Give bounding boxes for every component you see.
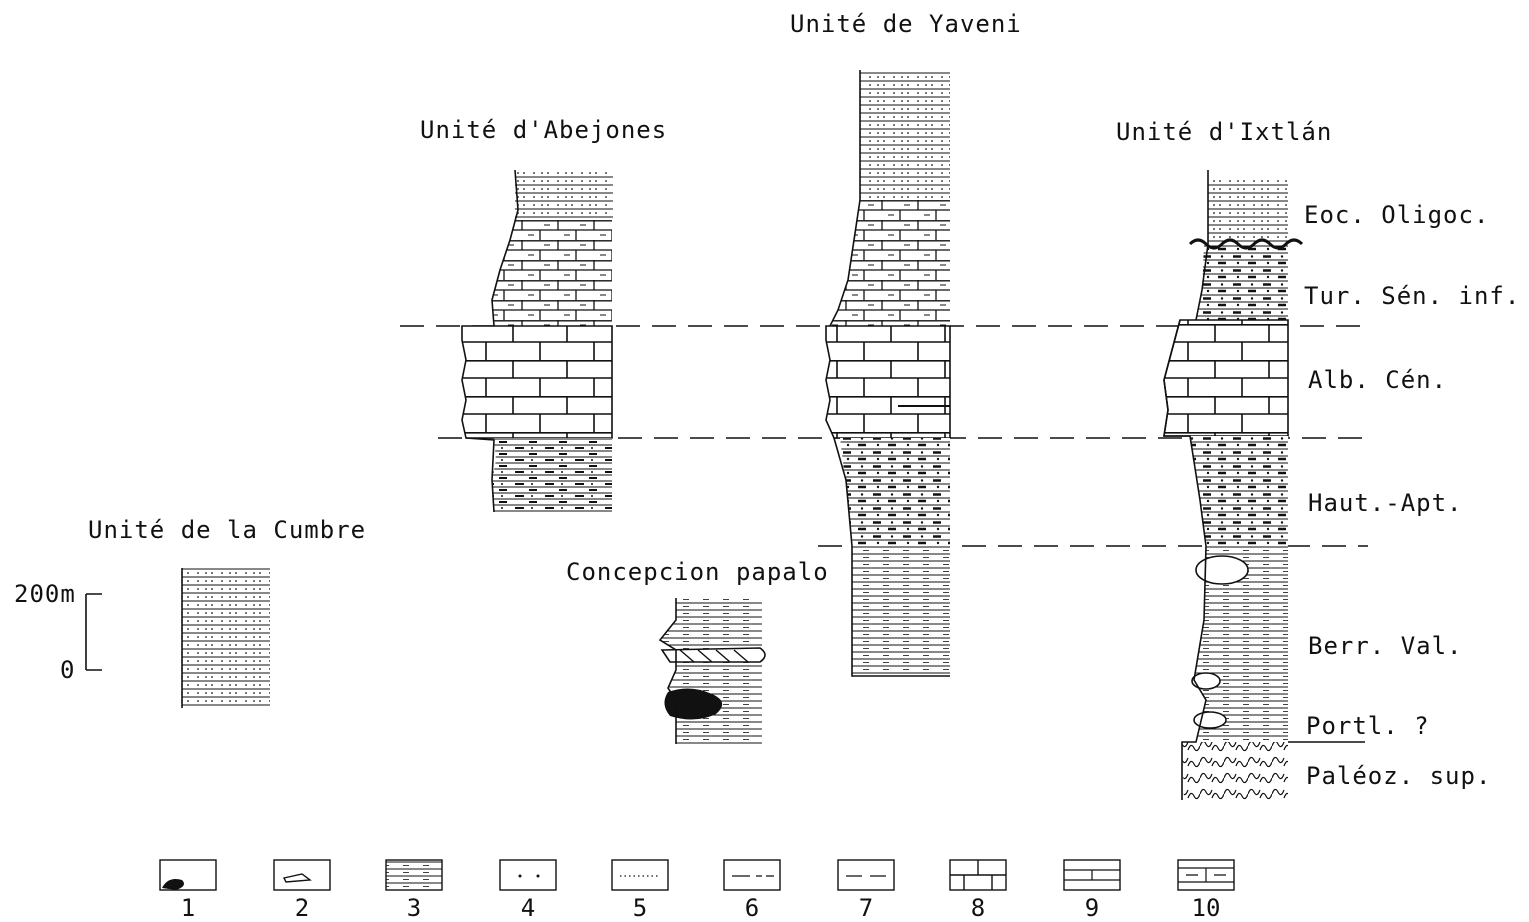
scale-label-bottom: 0 bbox=[60, 656, 76, 684]
unit-label-yaveni: Unité de Yaveni bbox=[790, 10, 1022, 38]
stage-label-haut: Haut.-Apt. bbox=[1308, 489, 1463, 517]
legend-label-10: 10 bbox=[1191, 894, 1221, 922]
column-cumbre bbox=[181, 568, 270, 708]
legend-label-2: 2 bbox=[294, 894, 310, 922]
scale-label-top: 200m bbox=[14, 580, 76, 608]
column-papalo bbox=[658, 598, 766, 744]
legend-label-3: 3 bbox=[406, 894, 422, 922]
legend-box-4 bbox=[499, 859, 557, 891]
legend-boxes bbox=[159, 859, 1235, 891]
legend-box-7 bbox=[837, 859, 895, 891]
legend-box-3 bbox=[385, 859, 443, 891]
scale-bar bbox=[85, 593, 102, 671]
unit-label-ixtlan: Unité d'Ixtlán bbox=[1116, 118, 1333, 146]
lens-layer-2 bbox=[660, 647, 766, 663]
legend-label-1: 1 bbox=[180, 894, 196, 922]
unit-label-cumbre: Unité de la Cumbre bbox=[88, 516, 367, 544]
column-ixtlan bbox=[1163, 170, 1365, 800]
stage-label-paleoz: Paléoz. sup. bbox=[1306, 762, 1492, 790]
lens-layer-ixtlan-3 bbox=[1193, 711, 1227, 729]
legend-box-6 bbox=[723, 859, 781, 891]
stage-label-tur: Tur. Sén. inf. bbox=[1304, 282, 1521, 310]
legend-label-9: 9 bbox=[1084, 894, 1100, 922]
stage-label-alb: Alb. Cén. bbox=[1308, 366, 1448, 394]
stage-label-portl: Portl. ? bbox=[1306, 712, 1430, 740]
lens-layer-ixtlan-2 bbox=[1191, 672, 1221, 690]
legend-label-6: 6 bbox=[744, 894, 760, 922]
legend-box-5 bbox=[611, 859, 669, 891]
column-abejones bbox=[461, 169, 613, 513]
unit-label-papalo: Concepcion papalo bbox=[566, 558, 829, 586]
legend-label-7: 7 bbox=[858, 894, 874, 922]
stage-label-eoc: Eoc. Oligoc. bbox=[1304, 201, 1490, 229]
legend-label-4: 4 bbox=[520, 894, 536, 922]
lens-layer-1 bbox=[664, 688, 723, 720]
lens-layer-ixtlan-1 bbox=[1195, 555, 1249, 585]
stage-label-berr: Berr. Val. bbox=[1308, 632, 1463, 660]
legend-label-8: 8 bbox=[970, 894, 986, 922]
legend-box-2 bbox=[273, 859, 331, 891]
legend-label-5: 5 bbox=[632, 894, 648, 922]
unit-label-abejones: Unité d'Abejones bbox=[420, 116, 668, 144]
column-yaveni bbox=[825, 70, 951, 677]
